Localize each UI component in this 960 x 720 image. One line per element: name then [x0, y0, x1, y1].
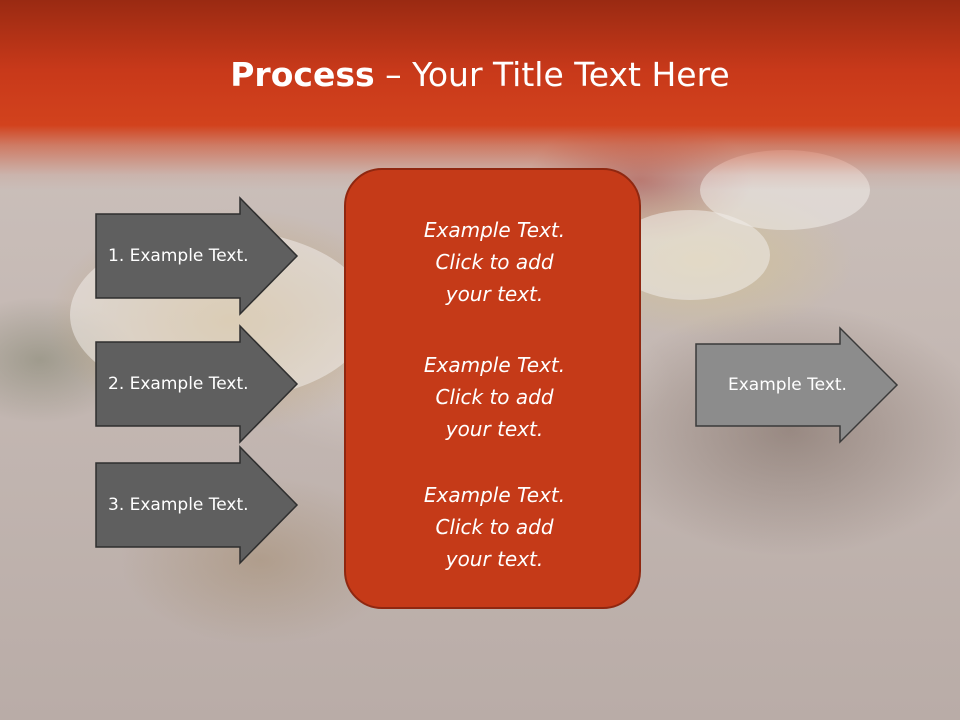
right-arrow[interactable]: [695, 326, 899, 444]
center-text-line: Example Text.: [423, 353, 566, 377]
left-arrow-2[interactable]: [95, 324, 299, 444]
center-text-line: your text.: [445, 547, 544, 571]
center-text-line: your text.: [445, 282, 544, 306]
center-text-line: Example Text.: [423, 218, 566, 242]
center-text-line: Click to add: [435, 250, 554, 274]
title-bold: Process: [230, 55, 375, 94]
slide-title[interactable]: Process – Your Title Text Here: [0, 54, 960, 96]
left-arrow-3-label: 3. Example Text.: [108, 495, 249, 515]
center-text-block-2: Example Text. Click to add your text.: [346, 349, 643, 445]
title-bar: [0, 0, 960, 190]
center-text-block-1: Example Text. Click to add your text.: [346, 214, 643, 310]
left-arrow-2-label: 2. Example Text.: [108, 374, 249, 394]
center-text-line: Example Text.: [423, 483, 566, 507]
title-rest: – Your Title Text Here: [374, 55, 730, 94]
center-text-block-3: Example Text. Click to add your text.: [346, 479, 643, 575]
center-text-line: Click to add: [435, 515, 554, 539]
left-arrow-1[interactable]: [95, 196, 299, 316]
center-text-line: your text.: [445, 417, 544, 441]
left-arrow-1-label: 1. Example Text.: [108, 246, 249, 266]
center-text-line: Click to add: [435, 385, 554, 409]
right-arrow-label: Example Text.: [728, 375, 847, 395]
left-arrow-3[interactable]: [95, 445, 299, 565]
center-text-box[interactable]: Example Text. Click to add your text. Ex…: [344, 168, 641, 609]
